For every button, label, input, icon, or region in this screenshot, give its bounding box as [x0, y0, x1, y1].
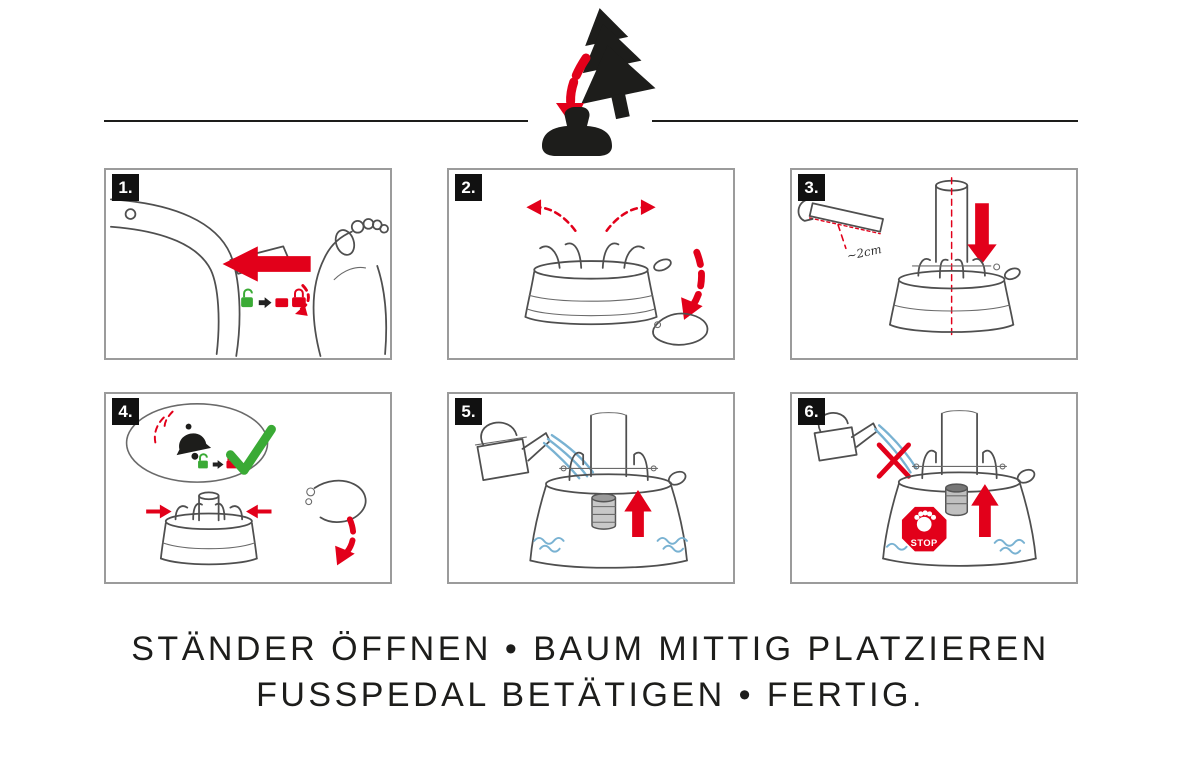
step5-illustration — [474, 412, 688, 569]
bell-icon — [176, 423, 212, 460]
step-number-badge: 1. — [112, 174, 139, 201]
red-arrow-up-icon — [971, 484, 999, 537]
water-wave-lines — [533, 536, 688, 553]
step-number-badge: 3. — [798, 174, 825, 201]
christmas-tree-icon — [581, 8, 656, 120]
foot-icon — [312, 218, 389, 357]
foot-icon — [305, 479, 367, 523]
stop-label: STOP — [911, 538, 938, 548]
stand-edge — [110, 198, 241, 357]
red-arrow-down-icon — [967, 203, 997, 264]
tree-stand — [159, 491, 258, 566]
tree-trunk — [590, 412, 628, 478]
hand-icon — [914, 510, 937, 532]
red-open-arrow-right-icon — [605, 199, 656, 232]
step-number-badge: 2. — [455, 174, 482, 201]
gripping-claws — [911, 258, 1001, 279]
divider-line-right — [652, 120, 1078, 122]
red-open-arrow-left-icon — [526, 199, 577, 232]
water-level-gauge — [945, 483, 969, 517]
watering-can-icon — [474, 421, 551, 482]
tree-into-stand-illustration — [542, 8, 656, 156]
step-panel-2: 2. — [447, 168, 735, 360]
watering-can-icon — [813, 412, 879, 462]
tree-stand — [524, 258, 672, 326]
red-x-icon — [876, 442, 911, 479]
step-panel-4: 4. — [104, 392, 392, 584]
step-number-badge: 6. — [798, 398, 825, 425]
step-panel-1: 1. — [104, 168, 392, 360]
red-pedal-icon — [275, 298, 289, 308]
caption: STÄNDER ÖFFNEN • BAUM MITTIG PLATZIEREN … — [0, 626, 1181, 718]
open-claws — [539, 242, 645, 269]
step-panel-6: 6. — [790, 392, 1078, 584]
small-red-curve-arrow-icon — [295, 284, 310, 316]
step2-illustration — [524, 199, 709, 346]
step6-illustration: STOP — [813, 410, 1037, 567]
divider-line-left — [104, 120, 528, 122]
red-closed-lock-icon — [294, 288, 304, 298]
tree-stand — [529, 451, 688, 569]
water-level-gauge — [591, 493, 617, 530]
green-open-lock-icon — [243, 288, 253, 298]
lock-state-icons — [241, 288, 306, 309]
saw-icon: ~2cm — [797, 198, 884, 263]
stand-silhouette-icon — [542, 107, 612, 156]
step1-illustration — [110, 198, 389, 357]
step-panel-3: 3. ~2cm — [790, 168, 1078, 360]
red-arrow-left-icon — [222, 246, 311, 282]
water-wave-lines — [886, 538, 1026, 555]
water-stream — [542, 433, 595, 480]
tree-into-stand-icon — [520, 4, 670, 156]
red-press-arrow-icon — [335, 516, 357, 566]
stop-sign-icon: STOP — [899, 504, 949, 554]
step-panel-5: 5. — [447, 392, 735, 584]
caption-line-2: FUSSPEDAL BETÄTIGEN • FERTIG. — [256, 676, 925, 714]
step-number-badge: 5. — [455, 398, 482, 425]
water-stream — [874, 424, 918, 474]
red-arrow-inward-left-icon — [146, 504, 172, 519]
tree-stand — [889, 267, 1021, 333]
tree-trunk — [940, 410, 978, 476]
caption-line-1: STÄNDER ÖFFNEN • BAUM MITTIG PLATZIEREN — [131, 630, 1050, 668]
arrow-right-icon — [258, 297, 272, 309]
step4-illustration — [125, 403, 367, 566]
step3-illustration: ~2cm — [797, 177, 1021, 340]
ring-motion-lines — [153, 410, 174, 446]
red-arrow-inward-right-icon — [246, 504, 272, 519]
red-arrow-up-icon — [624, 489, 652, 537]
foot-icon — [652, 312, 709, 346]
green-checkmark-icon — [225, 424, 276, 475]
step-number-badge: 4. — [112, 398, 139, 425]
red-press-arrow-icon — [681, 248, 705, 320]
cut-measure-label: ~2cm — [846, 242, 883, 263]
arrow-right-icon — [212, 460, 224, 469]
tree-stand — [882, 449, 1037, 567]
steps-grid: 1. — [104, 168, 1078, 584]
